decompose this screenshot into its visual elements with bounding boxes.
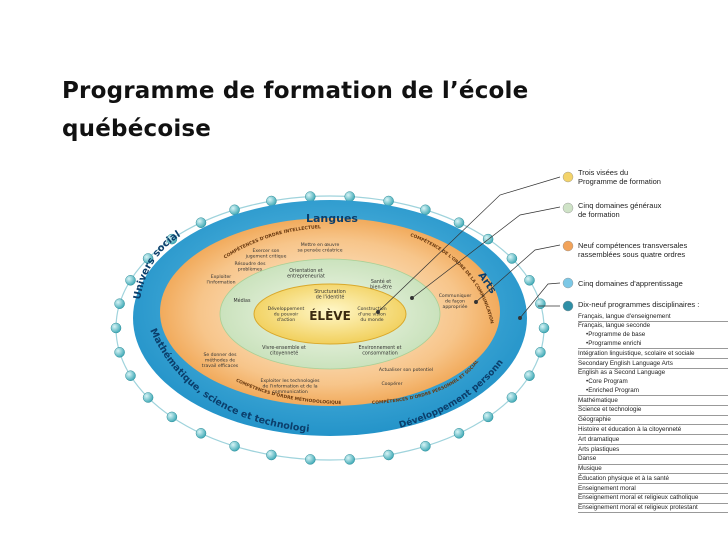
ring-bead — [535, 347, 546, 358]
ring-bead — [305, 454, 316, 465]
ring-bead — [383, 195, 394, 207]
page-title: Programme de formation de l’école québéc… — [62, 72, 622, 148]
program-item: Art dramatique — [578, 435, 728, 445]
program-item: •Core Program — [586, 378, 628, 386]
domain-languages-label: Langues — [306, 212, 358, 225]
ring-bead — [114, 298, 125, 309]
program-item: Français, langue d'enseignement — [578, 312, 728, 322]
center-student-label: ÉLÈVE — [309, 308, 351, 323]
competency-potential: Actualiser son potentiel — [379, 367, 433, 373]
program-item: Enseignement moral et religieux protesta… — [578, 504, 728, 514]
program-item: •Programme enrichi — [578, 339, 728, 350]
ring-bead — [524, 370, 535, 381]
ring-bead — [482, 411, 494, 423]
program-item: Arts plastiques — [578, 445, 728, 455]
ring-bead — [125, 275, 136, 286]
ring-bead — [166, 411, 178, 423]
ring-bead — [420, 440, 431, 452]
program-item: Science et technologie — [578, 406, 728, 416]
area-media: Médias — [234, 297, 251, 304]
legend-dots — [562, 171, 574, 312]
program-item: Histoire et éducation à la citoyenneté — [578, 425, 728, 436]
title-line-2: québécoise — [62, 116, 212, 142]
leader-lines — [376, 176, 561, 320]
program-item: Éducation physique et à la santé — [578, 474, 728, 485]
legend-dot — [562, 240, 574, 252]
legend-dot — [562, 171, 574, 183]
ring-bead — [114, 347, 125, 358]
ring-bead — [453, 217, 465, 228]
bead-ring — [110, 191, 550, 465]
ring-bead — [305, 191, 316, 202]
ring-bead — [125, 370, 136, 381]
ring-bead — [453, 428, 465, 439]
ring-bead — [195, 428, 207, 439]
legend-dot — [562, 300, 574, 312]
ring-bead — [535, 298, 546, 309]
ring-bead — [142, 253, 154, 264]
program-item: Géographie — [578, 416, 728, 426]
ring-bead — [166, 233, 178, 245]
competency-cooperate: Coopérer — [381, 380, 402, 387]
ring-bead — [506, 392, 518, 403]
ring-bead — [344, 454, 355, 465]
program-item: •Enriched Program — [578, 386, 728, 397]
title-line-1: Programme de formation de l’école — [62, 78, 529, 104]
legend-item-programs: Dix-neuf programmes disciplinaires : — [578, 300, 700, 309]
legend-item-learning-domains: Cinq domaines d'apprentissage — [578, 279, 683, 288]
ring-bead — [420, 204, 431, 216]
ring-bead — [524, 275, 535, 286]
ring-bead — [142, 392, 154, 403]
program-item: Français, langue seconde — [578, 322, 651, 330]
program-item: Secondary English Language Arts — [578, 359, 728, 369]
program-item: Danse — [578, 455, 728, 465]
aims-center — [253, 283, 407, 345]
ring-bead — [344, 191, 355, 202]
program-item: Enseignement moral — [578, 484, 728, 494]
ring-bead — [229, 440, 240, 452]
program-item: English as a Second Language — [578, 369, 666, 377]
program-item: Mathématique — [578, 396, 728, 406]
ring-bead — [110, 322, 122, 334]
program-item: •Programme de base — [586, 331, 646, 339]
ring-bead — [195, 217, 207, 228]
legend-dot — [562, 202, 574, 214]
ring-bead — [266, 449, 277, 461]
ring-bead — [506, 253, 518, 264]
ring-bead — [229, 204, 240, 216]
program-item: Musique — [578, 465, 728, 475]
ring-bead — [383, 449, 394, 461]
ring-bead — [266, 195, 277, 207]
legend-dot — [562, 277, 574, 289]
program-item: Intégration linguistique, scolaire et so… — [578, 349, 728, 359]
ring-bead — [538, 322, 550, 334]
program-item: Enseignement moral et religieux catholiq… — [578, 494, 728, 504]
